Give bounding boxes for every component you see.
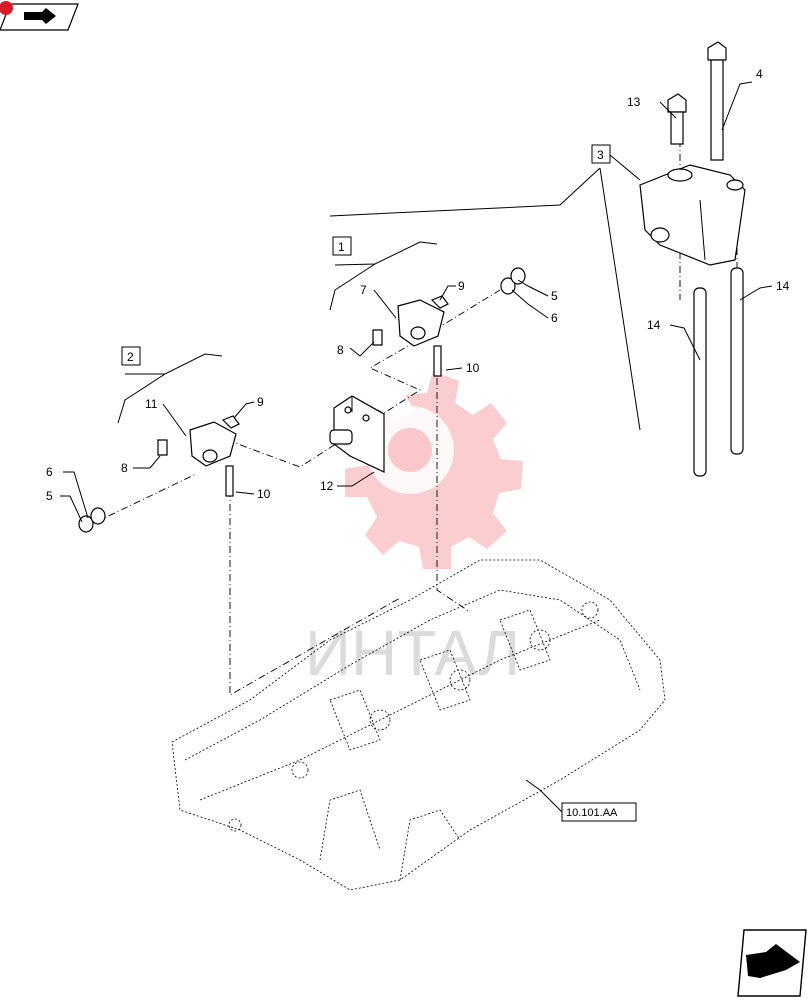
assembly-label-3: 3 — [597, 148, 604, 162]
leader-lines — [60, 81, 773, 814]
section-reference-text[interactable]: 10.101.AA — [566, 807, 618, 819]
callout-10-lower: 10 — [257, 487, 271, 501]
callout-10-upper: 10 — [466, 361, 480, 375]
push-rod-left — [693, 287, 707, 477]
assembly-bracket-3 — [329, 144, 641, 431]
book-arrow-icon[interactable] — [0, 1, 79, 31]
callout-6-upper: 6 — [551, 311, 558, 325]
rocker-arm-upper — [372, 295, 449, 377]
callout-9-lower: 9 — [257, 395, 264, 409]
callout-5-lower: 5 — [46, 489, 53, 503]
callout-14-right: 14 — [776, 279, 790, 293]
watermark-gear — [345, 371, 523, 569]
callout-5-upper: 5 — [551, 289, 558, 303]
callout-6-lower: 6 — [46, 465, 53, 479]
callout-9-upper: 9 — [458, 279, 465, 293]
bolt-short — [667, 93, 687, 145]
callout-8-lower: 8 — [121, 461, 128, 475]
rocker-arm-lower — [157, 415, 240, 497]
cylinder-head-phantom — [171, 559, 666, 891]
rocker-support-bracket — [639, 164, 746, 266]
callout-11: 11 — [145, 397, 158, 411]
callout-14-left: 14 — [647, 318, 661, 332]
callout-8-upper: 8 — [337, 343, 344, 357]
rocker-pedestal-block — [329, 395, 385, 473]
section-reference-link[interactable]: 10.101.AA — [561, 802, 637, 822]
bolt-long — [707, 41, 727, 161]
callout-13: 13 — [627, 95, 641, 109]
next-page-arrow-icon[interactable] — [737, 929, 807, 997]
assembly-label-1: 1 — [338, 240, 345, 254]
callout-7: 7 — [360, 283, 367, 297]
push-rod-right — [730, 267, 744, 455]
assembly-bracket-1 — [329, 236, 438, 311]
rings-upper — [500, 267, 526, 295]
callout-4: 4 — [756, 67, 763, 81]
assembly-bracket-2 — [117, 346, 223, 424]
assembly-label-2: 2 — [127, 350, 134, 364]
rings-lower — [78, 507, 106, 533]
watermark-text: ИНТАЛ — [305, 617, 520, 689]
callout-12: 12 — [320, 479, 334, 493]
